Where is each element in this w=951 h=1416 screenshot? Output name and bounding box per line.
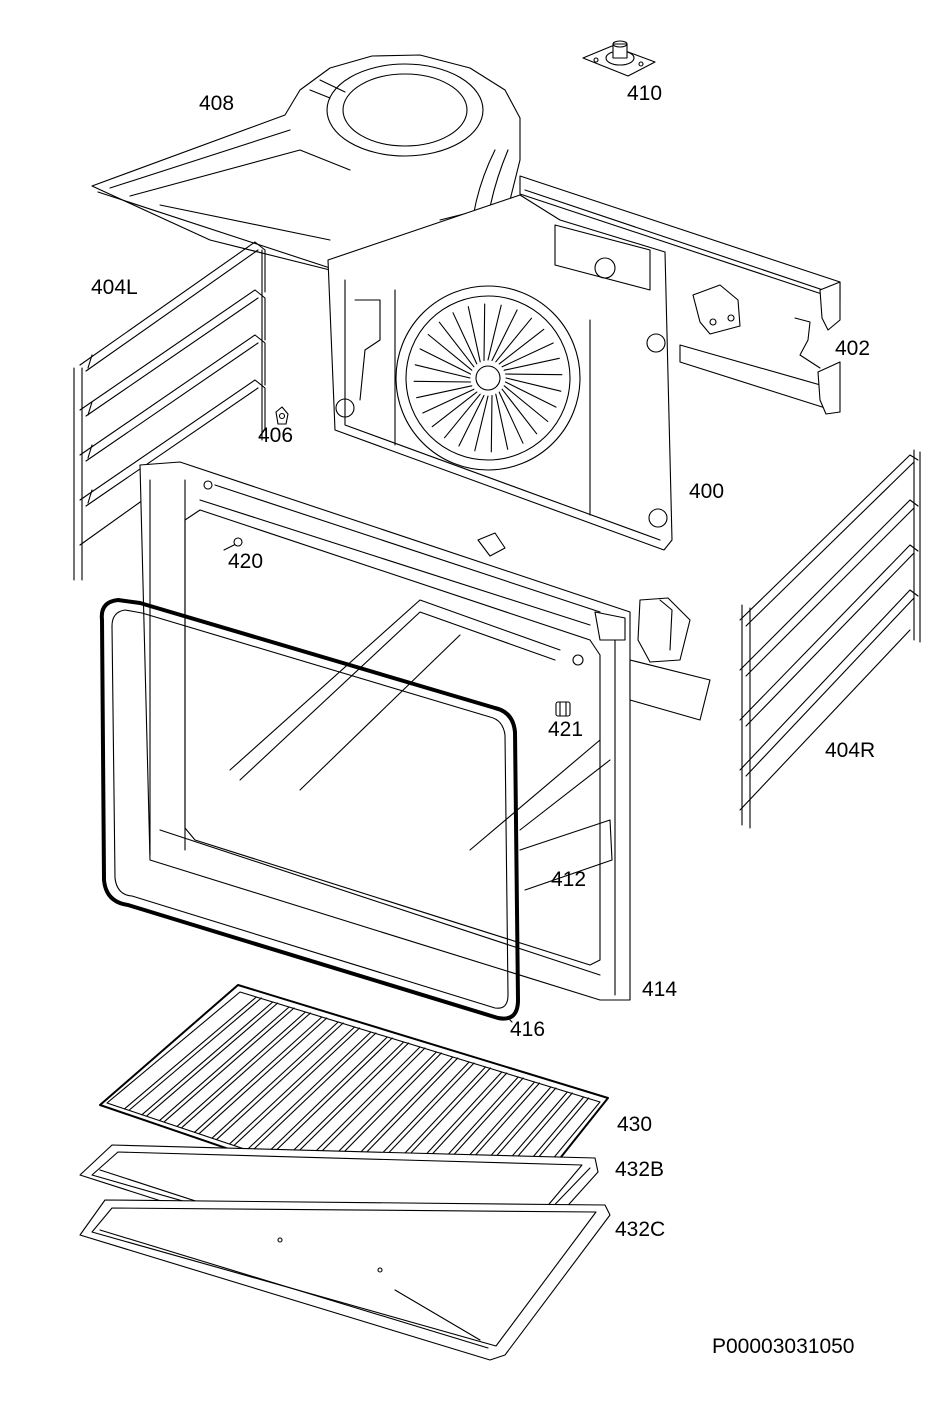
- part-421-fitting: [555, 701, 571, 717]
- shelf-wire: [286, 1042, 410, 1164]
- label-400: 400: [689, 480, 725, 503]
- part-404L-left-runner: [73, 241, 266, 581]
- fan-blade: [438, 321, 475, 368]
- fan-blade: [503, 385, 549, 423]
- label-421: 421: [548, 718, 584, 741]
- label-430: 430: [617, 1113, 653, 1136]
- fan-blade: [503, 357, 560, 371]
- fan-blade: [498, 328, 545, 365]
- label-402: 402: [835, 337, 871, 360]
- label-404L: 404L: [91, 276, 138, 299]
- fan-blade: [495, 317, 533, 363]
- label-432C: 432C: [615, 1218, 666, 1241]
- fan-blade: [467, 306, 481, 363]
- part-404R-right-runner: [739, 449, 921, 829]
- shelf-wire: [193, 1016, 323, 1133]
- part-416-door-gasket: [99, 598, 520, 1021]
- shelf-wire: [246, 1031, 372, 1151]
- fan-blade: [474, 395, 489, 452]
- label-432B: 432B: [615, 1158, 665, 1181]
- shelf-wire: [216, 1022, 344, 1140]
- label-420: 420: [228, 550, 264, 573]
- label-410: 410: [627, 82, 663, 105]
- fan-blade: [443, 393, 481, 439]
- fan-blade: [431, 391, 478, 428]
- shelf-wire: [211, 1021, 339, 1139]
- fan-blade: [487, 304, 502, 361]
- fan-blade: [414, 364, 471, 379]
- part-420-screw: [223, 537, 243, 551]
- fan-blade: [504, 381, 557, 408]
- shelf-wire: [268, 1037, 393, 1158]
- part-412-liner: [519, 819, 613, 891]
- fan-blade: [413, 380, 472, 383]
- shelf-wire: [181, 1012, 312, 1128]
- leader-416: [509, 1019, 513, 1023]
- shelf-wire: [163, 1007, 295, 1123]
- shelf-wire: [303, 1047, 426, 1170]
- shelf-wire: [298, 1046, 421, 1169]
- shelf-wire: [141, 1001, 274, 1116]
- label-406: 406: [258, 424, 294, 447]
- part-432C-deep-tray: [79, 1199, 611, 1361]
- fan-blade: [505, 377, 562, 392]
- shelf-wire: [251, 1032, 377, 1152]
- fan-blade: [416, 385, 473, 399]
- shelf-wire: [198, 1017, 328, 1134]
- shelf-wire: [123, 996, 257, 1110]
- label-404R: 404R: [825, 739, 876, 762]
- shelf-wire: [263, 1036, 388, 1157]
- shelf-wire: [228, 1026, 356, 1145]
- fan-blade: [483, 303, 486, 362]
- label-414: 414: [642, 978, 678, 1001]
- fan-blade: [427, 333, 473, 371]
- shelf-wire: [158, 1006, 290, 1122]
- shelf-wire: [128, 997, 262, 1111]
- part-410-motor-mount: [582, 40, 656, 77]
- fan-blade: [452, 312, 478, 365]
- shelf-wire: [281, 1041, 405, 1163]
- shelf-wire: [146, 1002, 279, 1117]
- fan-blade: [458, 394, 485, 447]
- shelf-wire: [233, 1027, 361, 1146]
- part-414-oven-cavity: [139, 461, 711, 1001]
- fan-blade: [495, 393, 509, 450]
- fan-blade: [501, 342, 554, 368]
- fan-blade: [419, 348, 472, 375]
- label-408: 408: [199, 92, 235, 115]
- label-412: 412: [551, 868, 587, 891]
- fan-blade: [490, 394, 493, 453]
- part-402-rear-bracket: [519, 175, 841, 415]
- fan-blade: [491, 309, 518, 362]
- fan-blade: [498, 391, 524, 444]
- fan-blade: [504, 373, 563, 376]
- label-416: 416: [510, 1018, 546, 1041]
- part-406-clip: [275, 406, 289, 425]
- document-id: P00003031050: [712, 1335, 855, 1358]
- fan-blade: [501, 388, 538, 435]
- fan-blade: [422, 388, 475, 414]
- part-400-rear-wall: [327, 194, 673, 551]
- shelf-wire: [176, 1011, 307, 1127]
